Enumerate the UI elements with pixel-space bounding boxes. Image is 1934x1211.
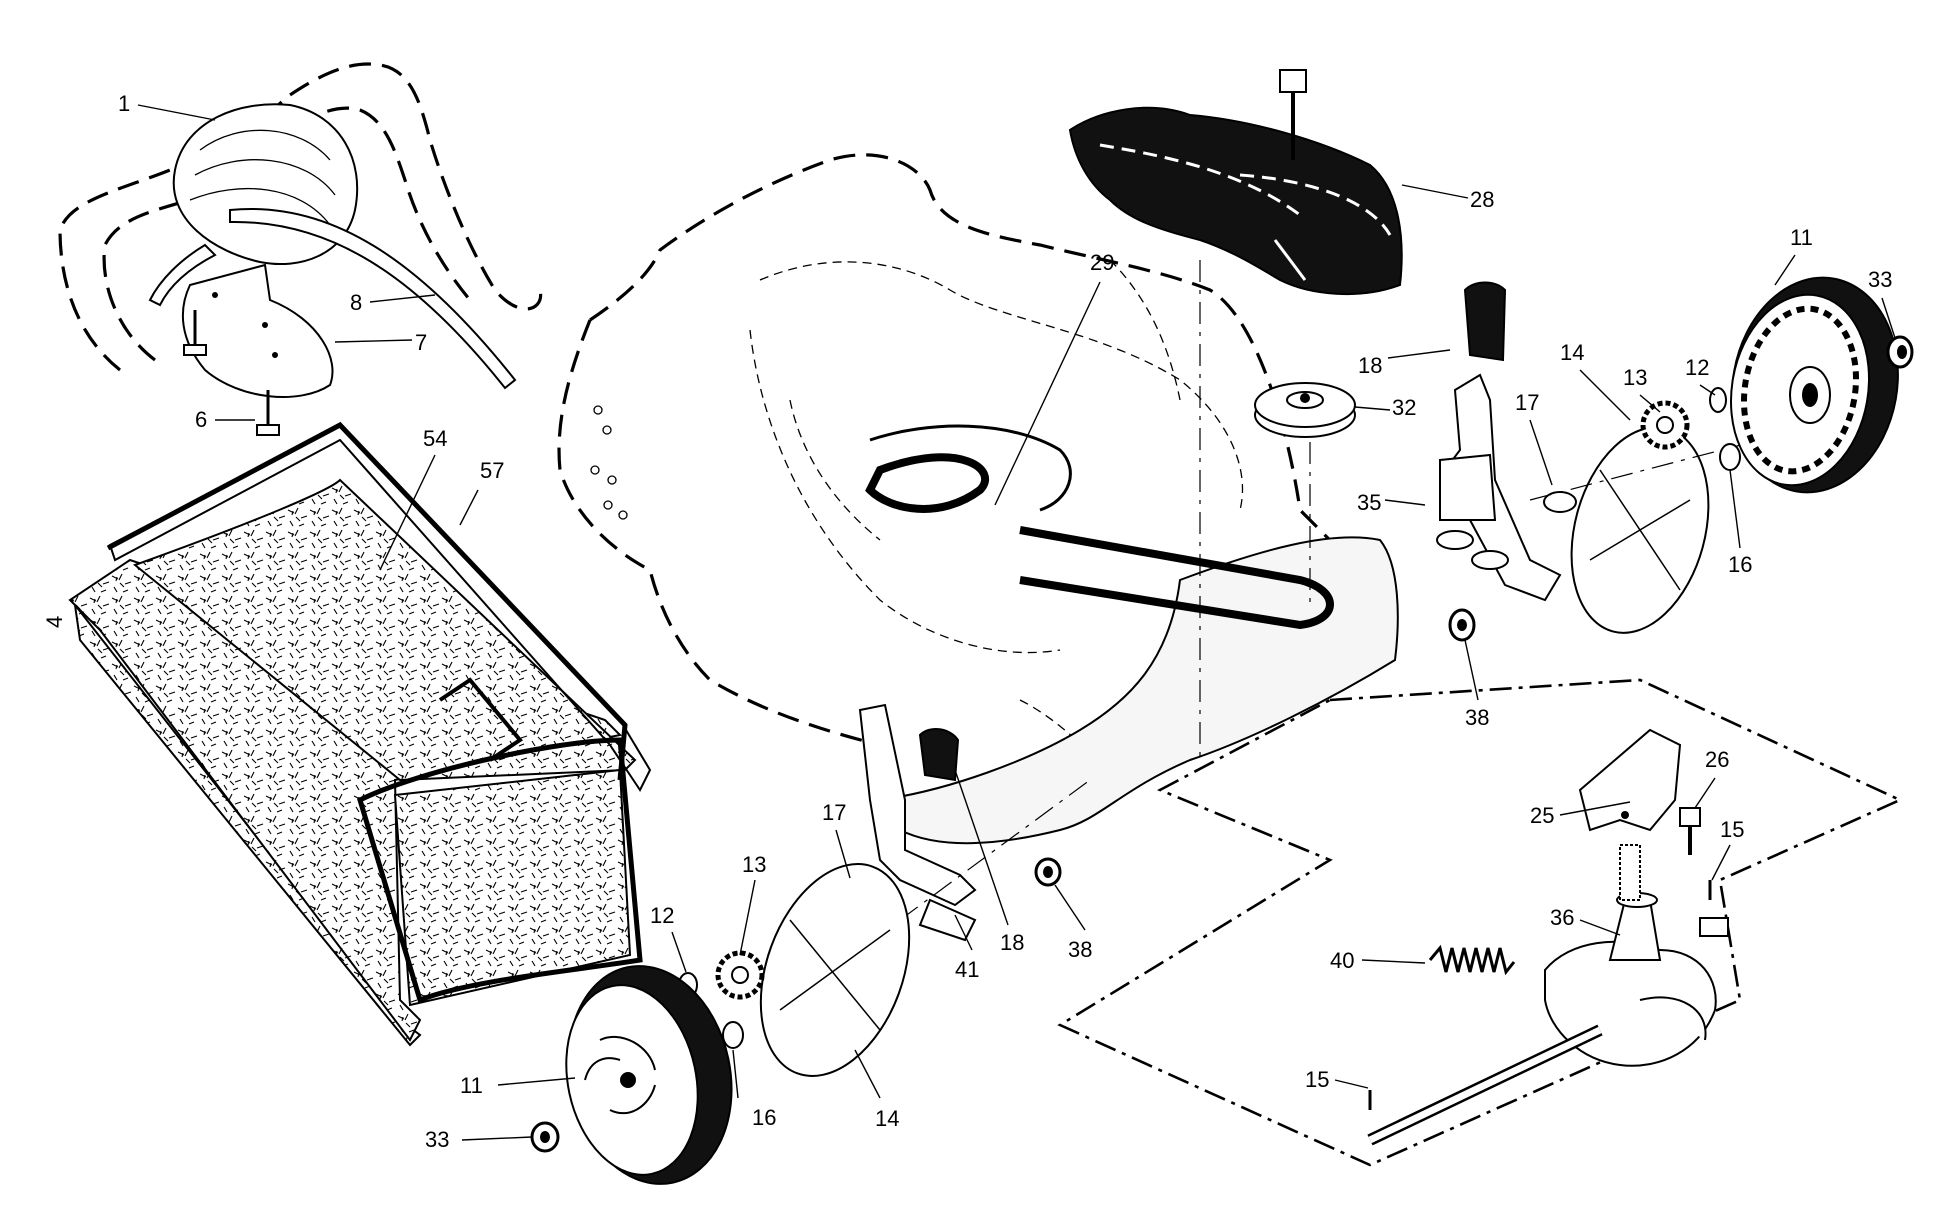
deck-vents (590, 405, 628, 520)
right-wheel (1729, 276, 1899, 494)
left-height-adjuster (858, 703, 1091, 942)
grass-bag (68, 421, 652, 1047)
callout-28: 28 (1470, 187, 1494, 212)
callout-41: 41 (955, 957, 979, 982)
control-cable (229, 208, 517, 390)
handle-assembly (58, 62, 543, 436)
callout-36: 36 (1550, 905, 1574, 930)
spring (1428, 944, 1516, 976)
callout-54: 54 (423, 426, 447, 451)
callout-32: 32 (1392, 395, 1416, 420)
right-washer-16 (1719, 443, 1741, 471)
right-washer-12 (1709, 387, 1727, 413)
callouts: 1 8 7 6 54 57 4 28 29 18 32 35 17 14 13 … (42, 91, 1892, 1152)
callout-14-right: 14 (1560, 340, 1584, 365)
bracket-bolt (1679, 807, 1701, 855)
callout-17-left: 17 (822, 800, 846, 825)
transmission-area (1057, 678, 1904, 1167)
right-height-adjuster (1436, 281, 1562, 602)
drive-belt (865, 424, 1334, 630)
callout-6: 6 (195, 407, 207, 432)
callout-17-right: 17 (1515, 390, 1539, 415)
pulley (1254, 382, 1356, 438)
callout-57: 57 (480, 458, 504, 483)
callout-14-left: 14 (875, 1106, 899, 1131)
callout-16-left: 16 (752, 1105, 776, 1130)
right-nut-33 (1886, 335, 1914, 369)
mounting-plate (181, 263, 334, 398)
callout-8: 8 (350, 290, 362, 315)
screw-6a (183, 310, 207, 356)
callout-7: 7 (415, 330, 427, 355)
shift-bracket (1578, 728, 1682, 832)
left-pinion (715, 950, 765, 1000)
right-nut-38 (1448, 608, 1476, 642)
callout-38-left: 38 (1068, 937, 1092, 962)
callout-33-right: 33 (1868, 267, 1892, 292)
callout-29: 29 (1090, 250, 1114, 275)
callout-35: 35 (1357, 490, 1381, 515)
callout-33-left: 33 (425, 1127, 449, 1152)
left-hubcap (759, 863, 911, 1077)
transmission (1367, 844, 1729, 1146)
callout-13-left: 13 (742, 852, 766, 877)
callout-1: 1 (118, 91, 130, 116)
callout-16-right: 16 (1728, 552, 1752, 577)
left-nut-33 (530, 1121, 560, 1153)
left-washer-16 (722, 1021, 744, 1049)
callout-13-right: 13 (1623, 365, 1647, 390)
leader-lines (137, 104, 1896, 1141)
deck-front-housing (878, 536, 1399, 845)
bail-control (148, 103, 359, 307)
callout-11-left: 11 (460, 1073, 483, 1098)
callout-15-lower: 15 (1305, 1067, 1329, 1092)
callout-15-upper: 15 (1720, 817, 1744, 842)
callout-12-right: 12 (1685, 355, 1709, 380)
callout-18-right: 18 (1358, 353, 1382, 378)
callout-26: 26 (1705, 747, 1729, 772)
screw-6b (256, 390, 280, 436)
callout-11-right: 11 (1790, 225, 1813, 250)
right-pinion (1640, 400, 1690, 450)
callout-40: 40 (1330, 948, 1354, 973)
callout-38-right: 38 (1465, 705, 1489, 730)
cover-bolt (1199, 69, 1311, 760)
callout-18-left: 18 (1000, 930, 1024, 955)
left-nut-38 (1034, 857, 1062, 887)
callout-25: 25 (1530, 803, 1554, 828)
callout-4: 4 (42, 616, 67, 628)
mower-deck (557, 153, 1399, 845)
belt-cover (1068, 106, 1403, 296)
callout-12-left: 12 (650, 903, 674, 928)
left-wheel (565, 965, 733, 1185)
